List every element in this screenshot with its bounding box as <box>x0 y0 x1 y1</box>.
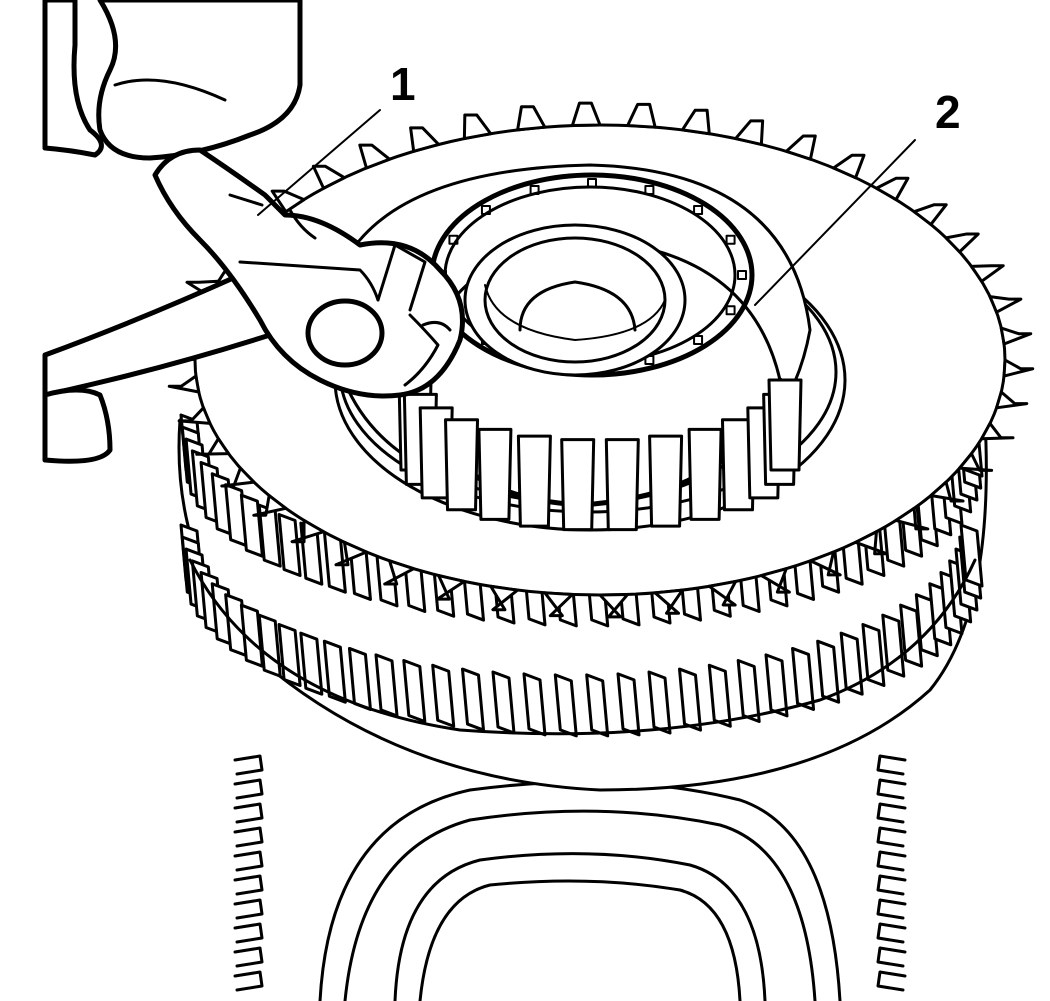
cage-slot <box>725 234 736 245</box>
gear-tooth <box>1002 358 1035 378</box>
cage-slot <box>480 204 491 215</box>
cage-slot <box>693 204 704 215</box>
gear-tooth <box>489 584 520 612</box>
bearing-roller <box>648 434 684 528</box>
helical-tooth <box>553 673 578 738</box>
gear-tooth <box>543 591 574 618</box>
bearing-roller <box>687 427 723 521</box>
gear-tooth <box>680 108 711 136</box>
callout-leaders <box>257 109 916 306</box>
helical-tooth <box>736 659 761 724</box>
gear-tooth <box>999 326 1033 346</box>
helical-tooth <box>585 673 610 738</box>
bottom-gear <box>233 754 907 1001</box>
gear-tooth <box>598 592 630 619</box>
callout-2-label: 2 <box>935 86 961 138</box>
helical-tooth <box>816 639 841 704</box>
gear-tooth <box>311 164 346 190</box>
gear-tooth <box>912 203 948 226</box>
helical-tooth <box>277 622 302 687</box>
gear-tooth <box>808 550 842 577</box>
cage-slot <box>529 185 540 196</box>
helical-tooth <box>678 667 703 732</box>
bearing-roller <box>720 418 756 512</box>
cage-slot <box>693 335 704 346</box>
cage-slot <box>737 270 747 280</box>
gear-tooth <box>358 143 392 170</box>
helical-tooth <box>431 663 456 728</box>
gear-tooth <box>854 530 889 556</box>
helical-tooth <box>277 512 302 577</box>
cage-slot <box>587 178 597 188</box>
gear-tooth <box>626 102 657 129</box>
helical-tooth <box>791 646 816 711</box>
gear-tooth <box>944 232 980 254</box>
gear-tooth <box>653 588 684 615</box>
helical-tooth <box>707 663 732 728</box>
helical-tooth <box>616 672 641 737</box>
gear-tooth <box>874 176 910 202</box>
gear-tooth <box>409 126 441 153</box>
gear-tooth <box>759 567 791 594</box>
gear-tooth <box>383 559 416 586</box>
gear-tooth <box>734 119 765 146</box>
gear-tooth <box>995 390 1029 410</box>
cage-slot <box>725 305 736 316</box>
gear-tooth <box>969 264 1005 283</box>
bearing-roller <box>604 438 640 532</box>
gear-tooth <box>435 574 466 601</box>
cage-slot <box>448 234 459 245</box>
helical-tooth <box>764 653 789 718</box>
gear-tooth <box>832 153 866 180</box>
bearing-roller <box>560 438 596 532</box>
gear-tooth <box>570 101 602 128</box>
helical-tooth <box>647 670 672 735</box>
bearing-roller <box>767 378 803 472</box>
helical-tooth <box>959 523 984 588</box>
gear-tooth <box>167 374 201 394</box>
gear-tooth <box>195 437 231 456</box>
cage-slot <box>644 185 655 196</box>
bearing <box>328 163 812 532</box>
bearing-roller <box>444 418 480 512</box>
callout-1-leader <box>257 109 381 216</box>
gear-tooth <box>220 466 256 488</box>
callout-1-label: 1 <box>390 58 416 110</box>
gear-tooth <box>707 579 738 607</box>
bearing-roller <box>516 434 552 528</box>
gear-tooth <box>462 113 493 141</box>
gear-tooth <box>929 480 965 503</box>
gear-tooth <box>516 105 547 132</box>
gear-tooth <box>334 540 368 567</box>
helical-tooth <box>402 659 427 724</box>
gear-tooth <box>894 506 930 531</box>
callout-2-leader <box>754 139 916 306</box>
gear-tooth <box>988 295 1023 314</box>
gear-tooth <box>290 518 326 544</box>
helical-tooth <box>322 639 347 704</box>
gear-tooth <box>980 421 1015 441</box>
helical-tooth <box>881 613 906 678</box>
gear-tooth <box>177 406 212 425</box>
bearing-roller <box>477 427 513 521</box>
gear-tooth <box>784 134 817 161</box>
gear-tooth <box>958 452 994 472</box>
helical-tooth <box>839 631 864 696</box>
bearing-puller-tool <box>42 0 465 464</box>
gear-tooth <box>252 494 288 517</box>
